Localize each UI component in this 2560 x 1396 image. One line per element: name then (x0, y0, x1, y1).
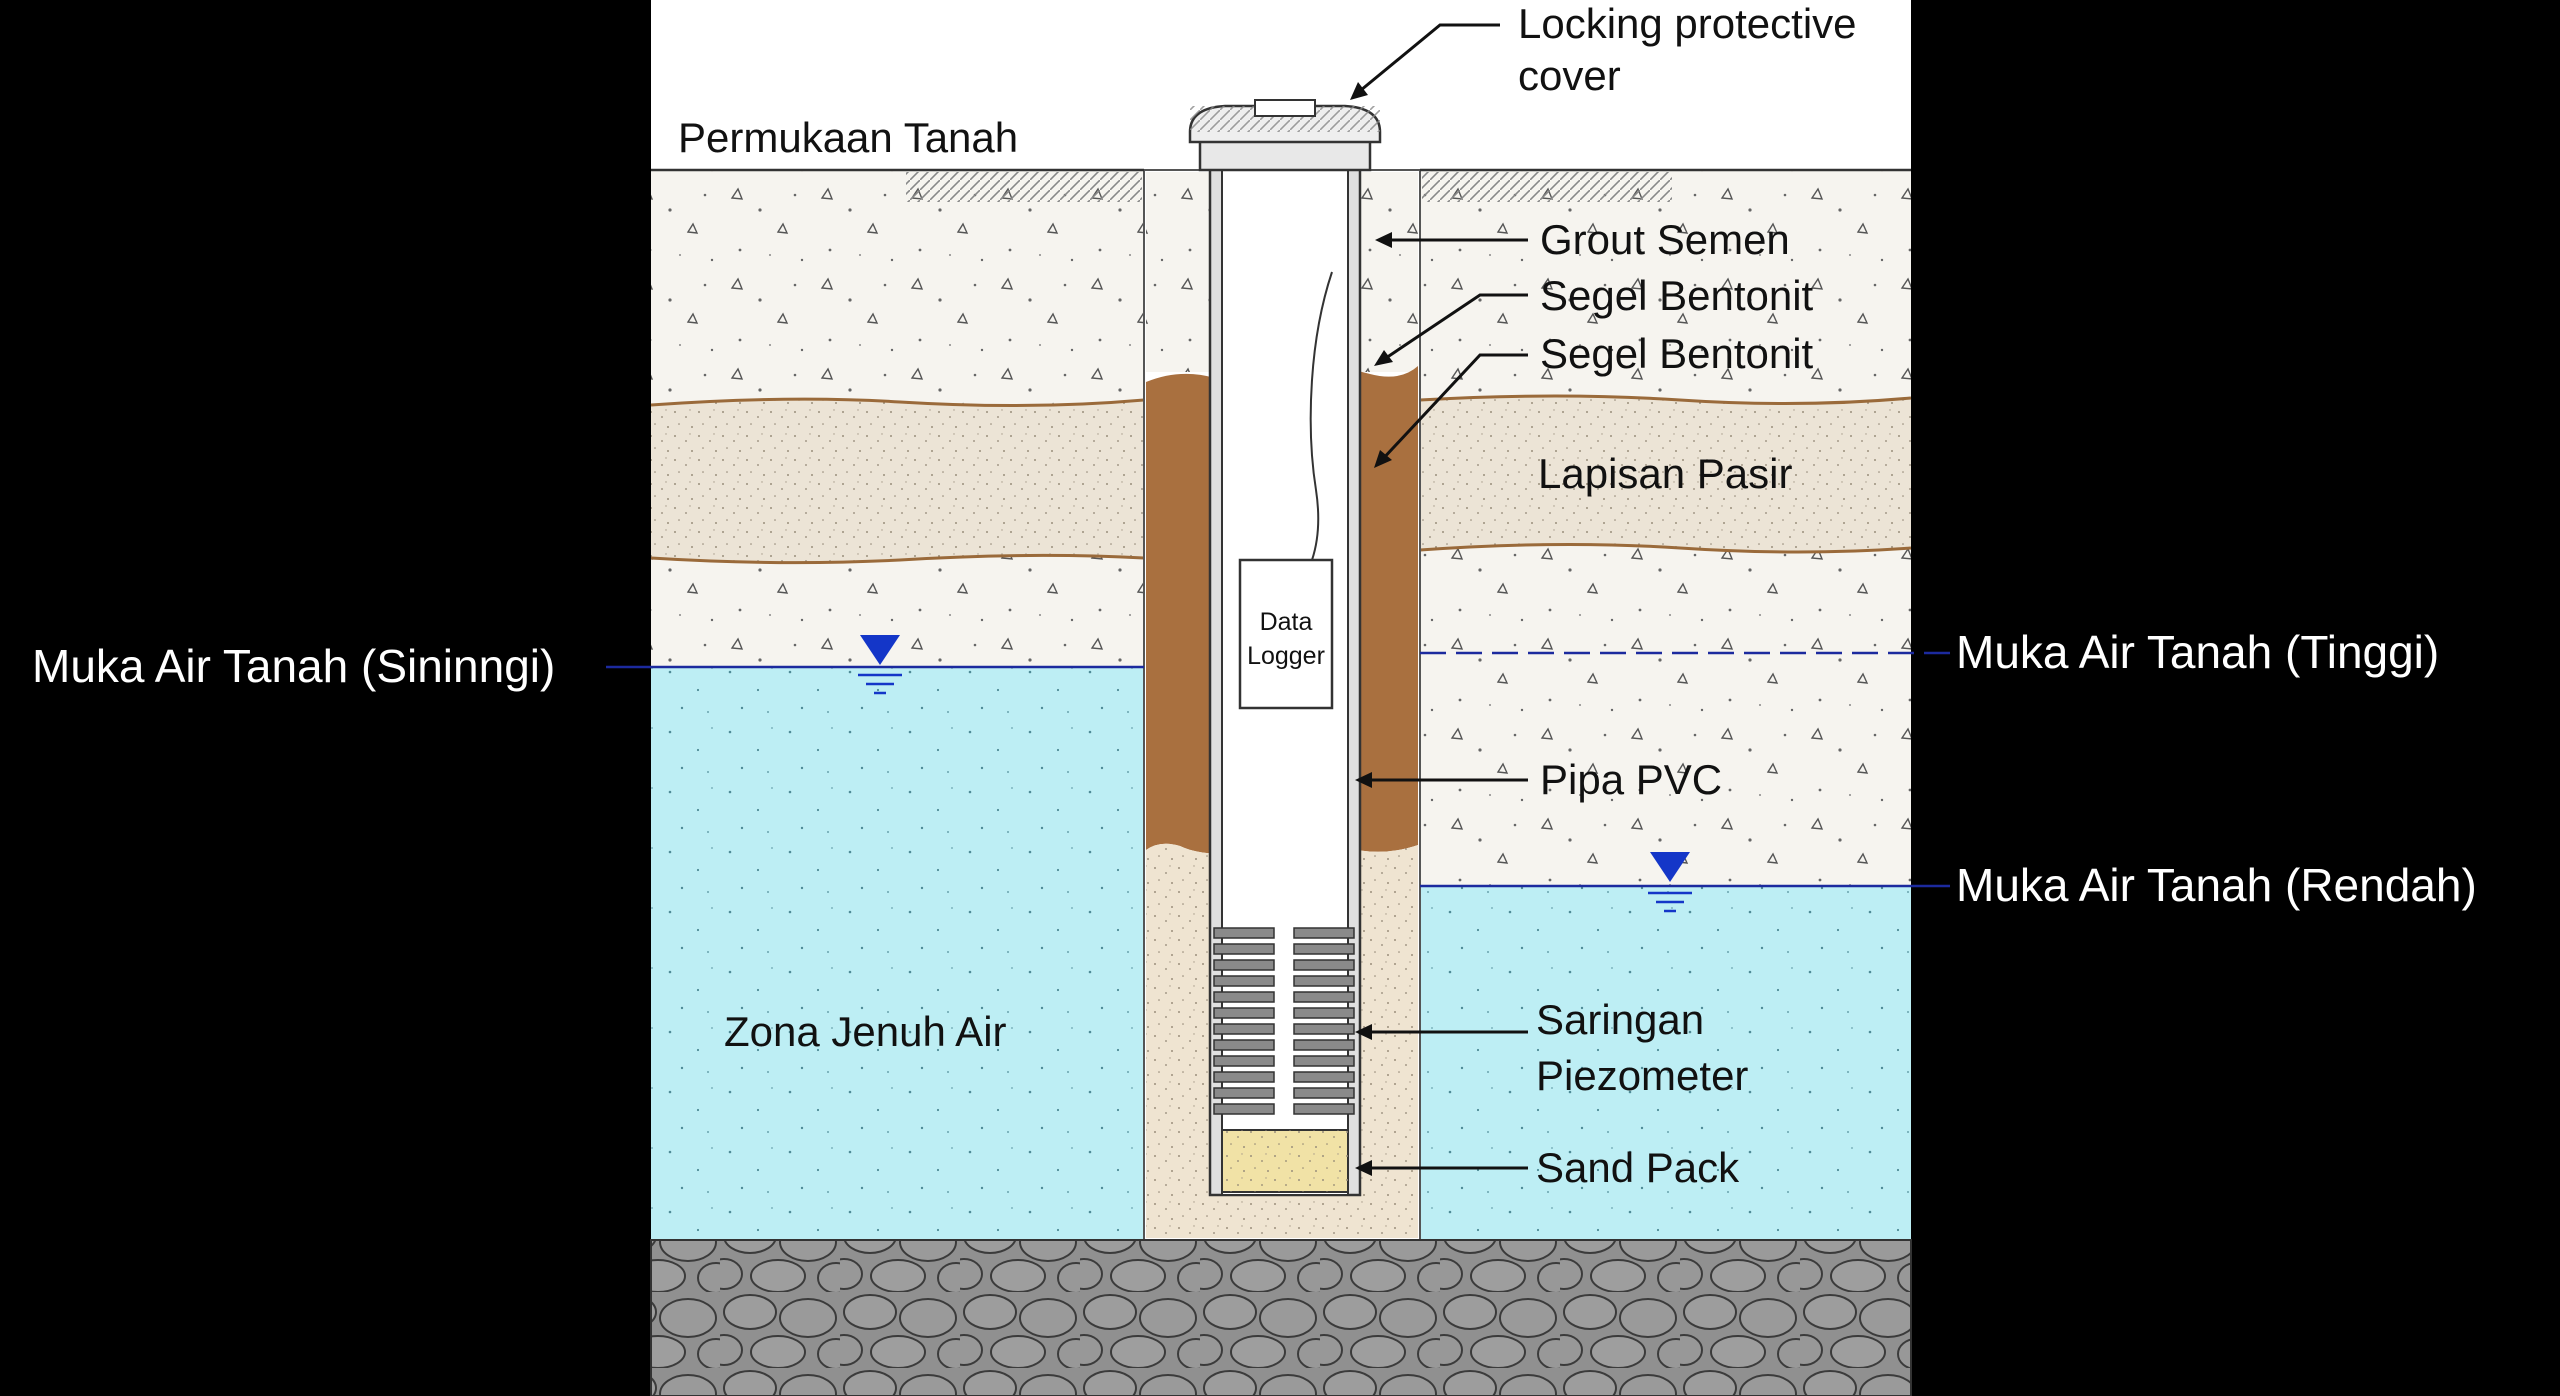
bedrock-layer (650, 1239, 1912, 1396)
screen-slot (1293, 959, 1355, 971)
screen-slot (1293, 927, 1355, 939)
data-logger-label-1: Data (1260, 608, 1313, 636)
screen-label-2: Piezometer (1536, 1052, 1748, 1099)
screen-slot (1213, 1023, 1275, 1035)
leader-arrowheads (1350, 82, 1393, 1176)
cover-label-2: cover (1518, 52, 1621, 99)
piezometer-screen (1213, 927, 1355, 1115)
screen-slot (1293, 1071, 1355, 1083)
screen-slot (1293, 1103, 1355, 1115)
right-soil-column (1419, 170, 1912, 1240)
ground-surface-label: Permukaan Tanah (678, 114, 1018, 161)
screen-slot (1293, 1055, 1355, 1067)
screen-slot (1213, 1103, 1275, 1115)
leader-lines (1354, 23, 1528, 1170)
screen-slot (1293, 991, 1355, 1003)
saturated-zone-label: Zona Jenuh Air (724, 1008, 1007, 1055)
sand-layer-label: Lapisan Pasir (1538, 450, 1792, 497)
screen-slot (1293, 1007, 1355, 1019)
screen-slot (1213, 959, 1275, 971)
screen-slot (1213, 975, 1275, 987)
screen-slot (1293, 943, 1355, 955)
bentonite-label-1: Segel Bentonit (1540, 272, 1814, 319)
ground-surface (651, 168, 1911, 202)
data-logger-label-2: Logger (1247, 642, 1325, 670)
locking-cover (1188, 99, 1382, 172)
screen-slot (1213, 1007, 1275, 1019)
screen-label-1: Saringan (1536, 996, 1704, 1043)
screen-slot (1213, 1071, 1275, 1083)
screen-slot (1213, 1087, 1275, 1099)
water-table-marker-right (1648, 852, 1692, 913)
water-table-left-label: Muka Air Tanah (Sininngi) (32, 640, 555, 692)
grout-label: Grout Semen (1540, 216, 1790, 263)
sand-pack-label: Sand Pack (1536, 1144, 1740, 1191)
screen-slot (1293, 1039, 1355, 1051)
screen-slot (1213, 991, 1275, 1003)
screen-slot (1293, 975, 1355, 987)
cover-label-1: Locking protective (1518, 0, 1857, 47)
screen-slot (1293, 1023, 1355, 1035)
data-logger-box (1238, 558, 1334, 710)
screen-slot (1213, 943, 1275, 955)
water-table-low-label: Muka Air Tanah (Rendah) (1956, 859, 2477, 911)
bentonite-label-2: Segel Bentonit (1540, 330, 1814, 377)
water-table-marker-left (858, 635, 902, 695)
screen-slot (1213, 1039, 1275, 1051)
screen-slot (1293, 1087, 1355, 1099)
water-table-high-label: Muka Air Tanah (Tinggi) (1956, 626, 2439, 678)
left-soil-column (650, 170, 1145, 1240)
screen-slot (1213, 927, 1275, 939)
pvc-pipe-label: Pipa PVC (1540, 756, 1722, 803)
logger-cable (1309, 271, 1333, 561)
screen-slot (1213, 1055, 1275, 1067)
